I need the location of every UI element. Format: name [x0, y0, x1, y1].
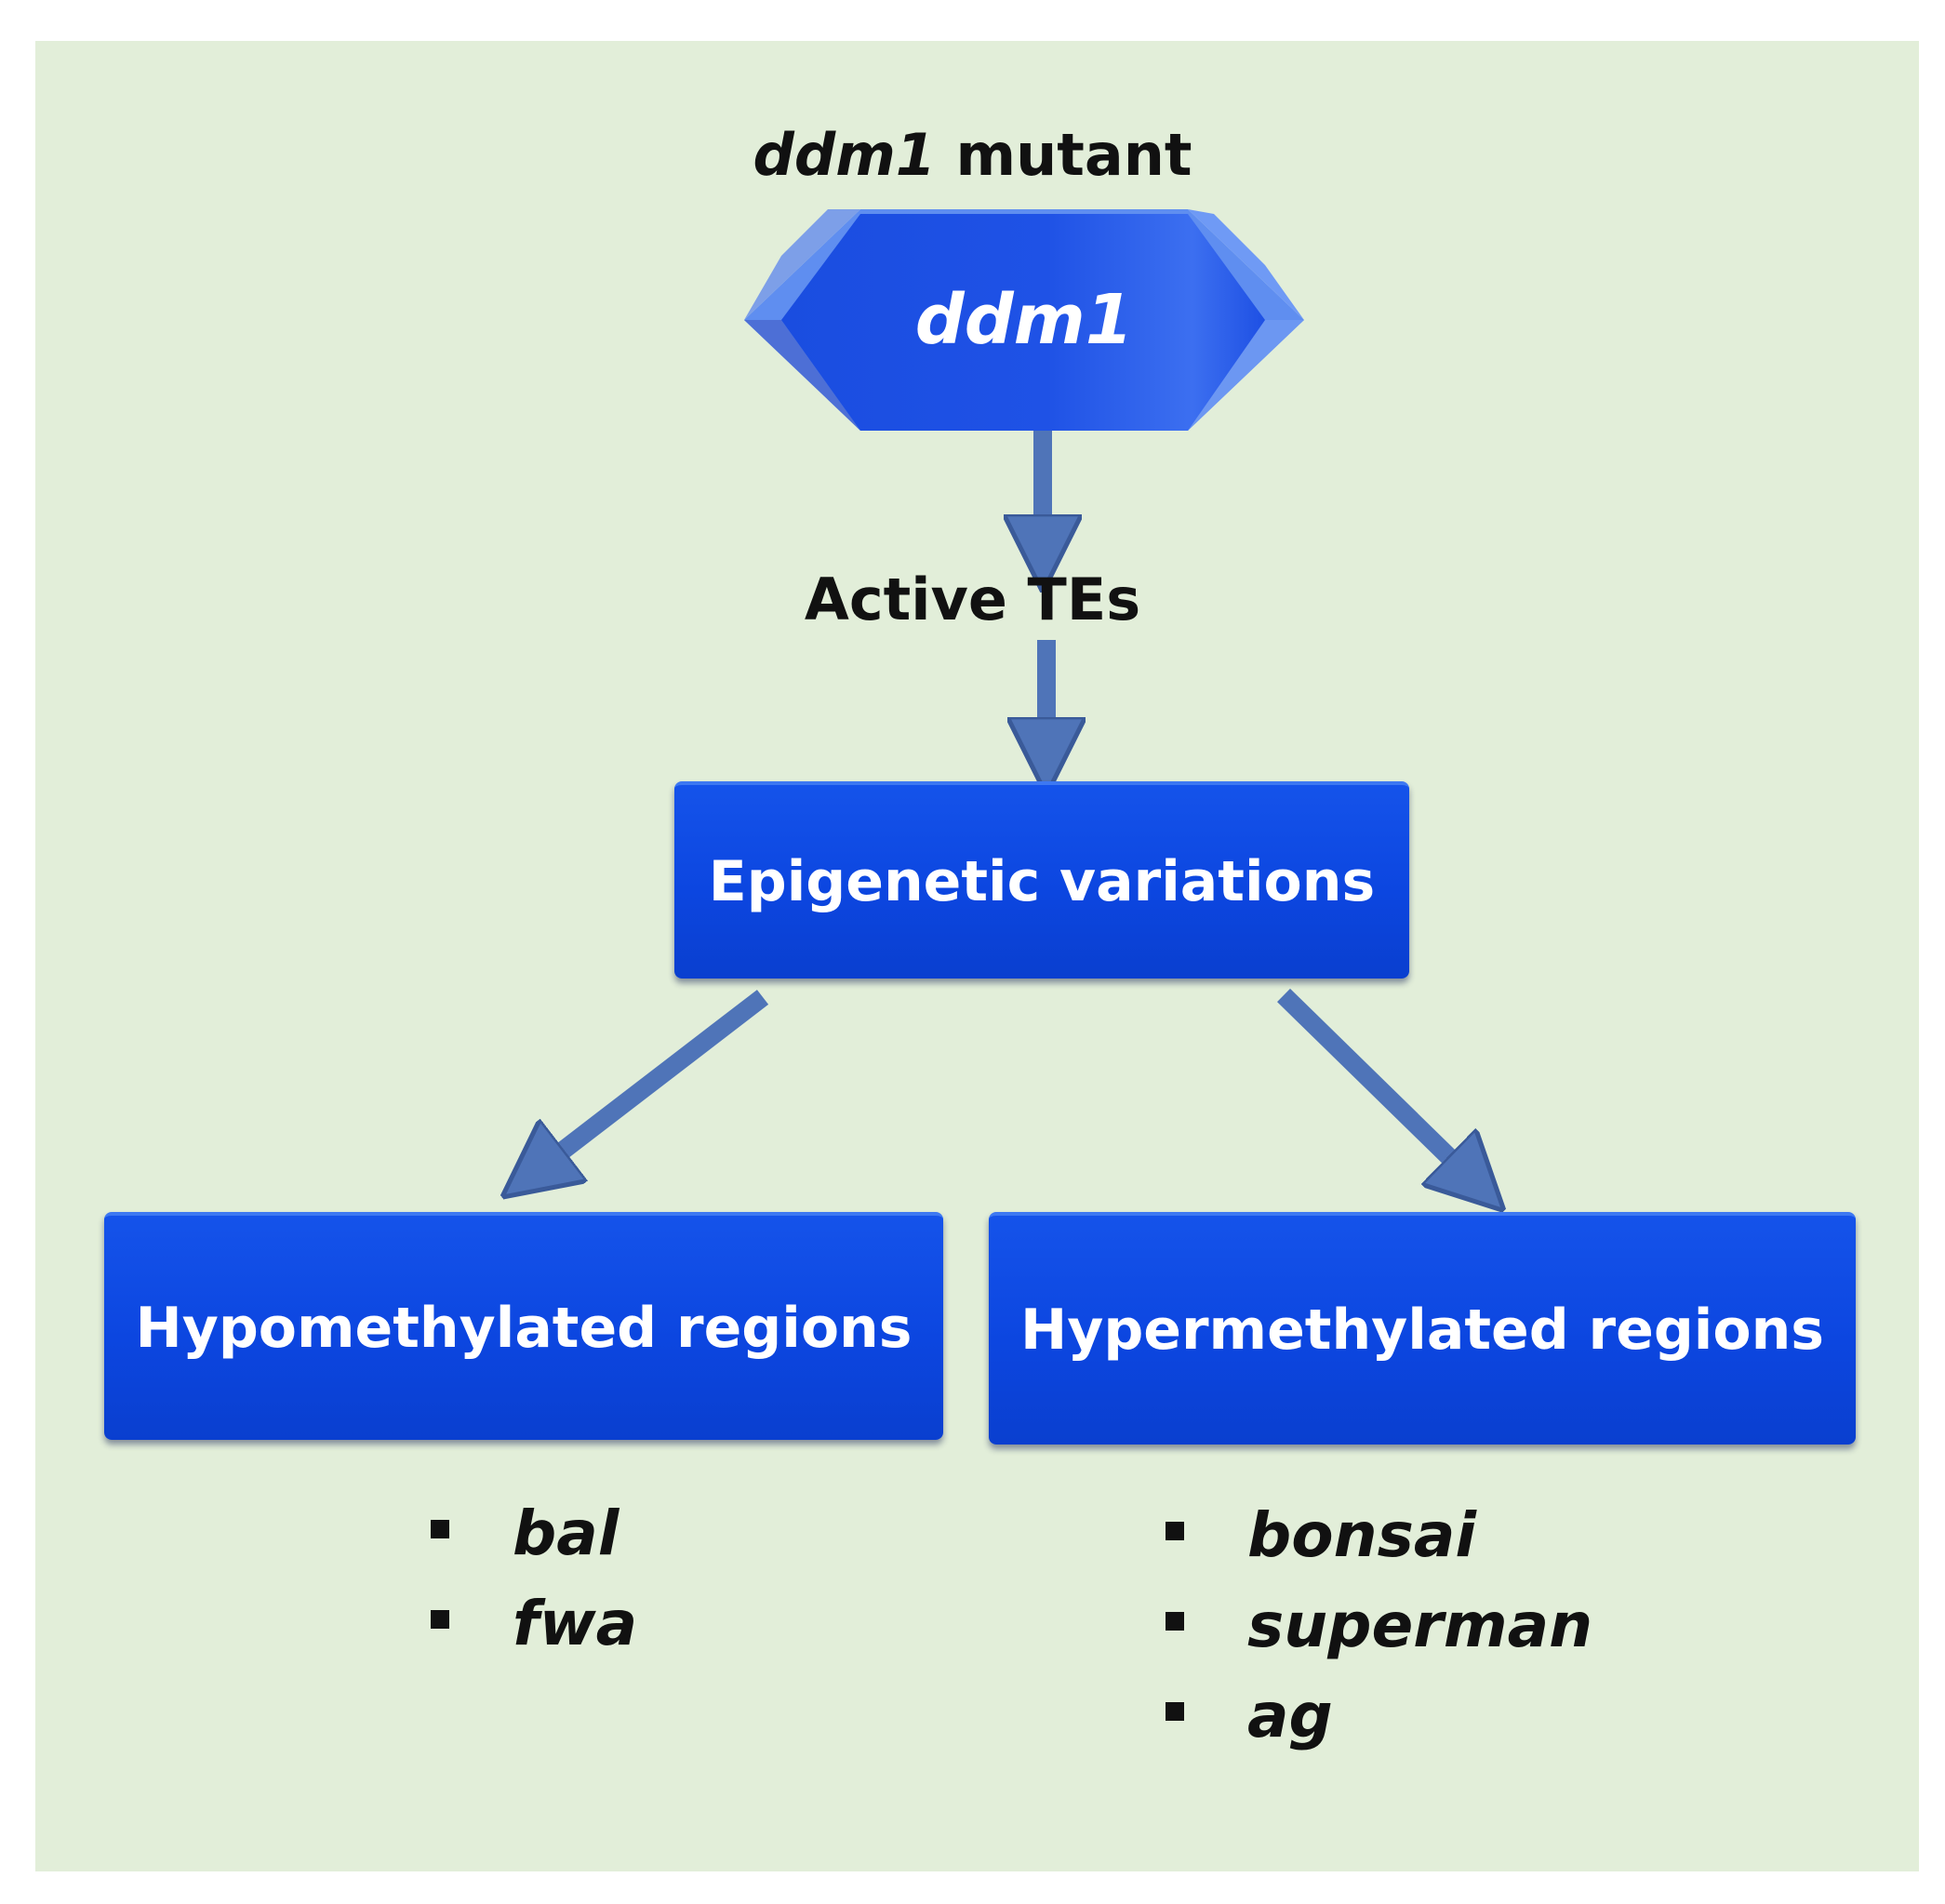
list-item: bal: [431, 1488, 803, 1578]
gene-name: superman: [1247, 1590, 1593, 1661]
square-bullet-icon: [1166, 1612, 1184, 1631]
gene-name: bonsai: [1247, 1499, 1477, 1571]
hypermethylated-regions-box: Hypermethylated regions: [989, 1212, 1856, 1445]
title-gene-name: ddm1: [753, 121, 936, 189]
epigenetic-variations-box: Epigenetic variations: [674, 781, 1409, 979]
hexagon-label: ddm1: [914, 280, 1134, 360]
square-bullet-icon: [1166, 1702, 1184, 1721]
gene-name: bal: [513, 1498, 619, 1569]
square-bullet-icon: [431, 1610, 449, 1629]
list-item: superman: [1166, 1580, 1686, 1671]
gene-name: ag: [1247, 1680, 1333, 1751]
arrow-epigenetic-to-hyper: [1277, 988, 1493, 1200]
arrow-epigenetic-to-hypo: [514, 990, 769, 1188]
list-item: fwa: [431, 1578, 803, 1669]
list-item: bonsai: [1166, 1490, 1686, 1580]
list-item: ag: [1166, 1671, 1686, 1761]
hypomethylated-gene-list: bal fwa: [431, 1488, 803, 1669]
square-bullet-icon: [431, 1520, 449, 1538]
ddm1-mutant-label: ddm1 mutant: [0, 121, 1945, 189]
title-suffix: mutant: [955, 121, 1192, 189]
hypomethylated-regions-box: Hypomethylated regions: [104, 1212, 943, 1440]
active-tes-label: Active TEs: [804, 566, 1141, 633]
square-bullet-icon: [1166, 1522, 1184, 1540]
ddm1-hexagon: [744, 209, 1304, 431]
gene-name: fwa: [513, 1588, 638, 1659]
hypermethylated-gene-list: bonsai superman ag: [1166, 1490, 1686, 1761]
